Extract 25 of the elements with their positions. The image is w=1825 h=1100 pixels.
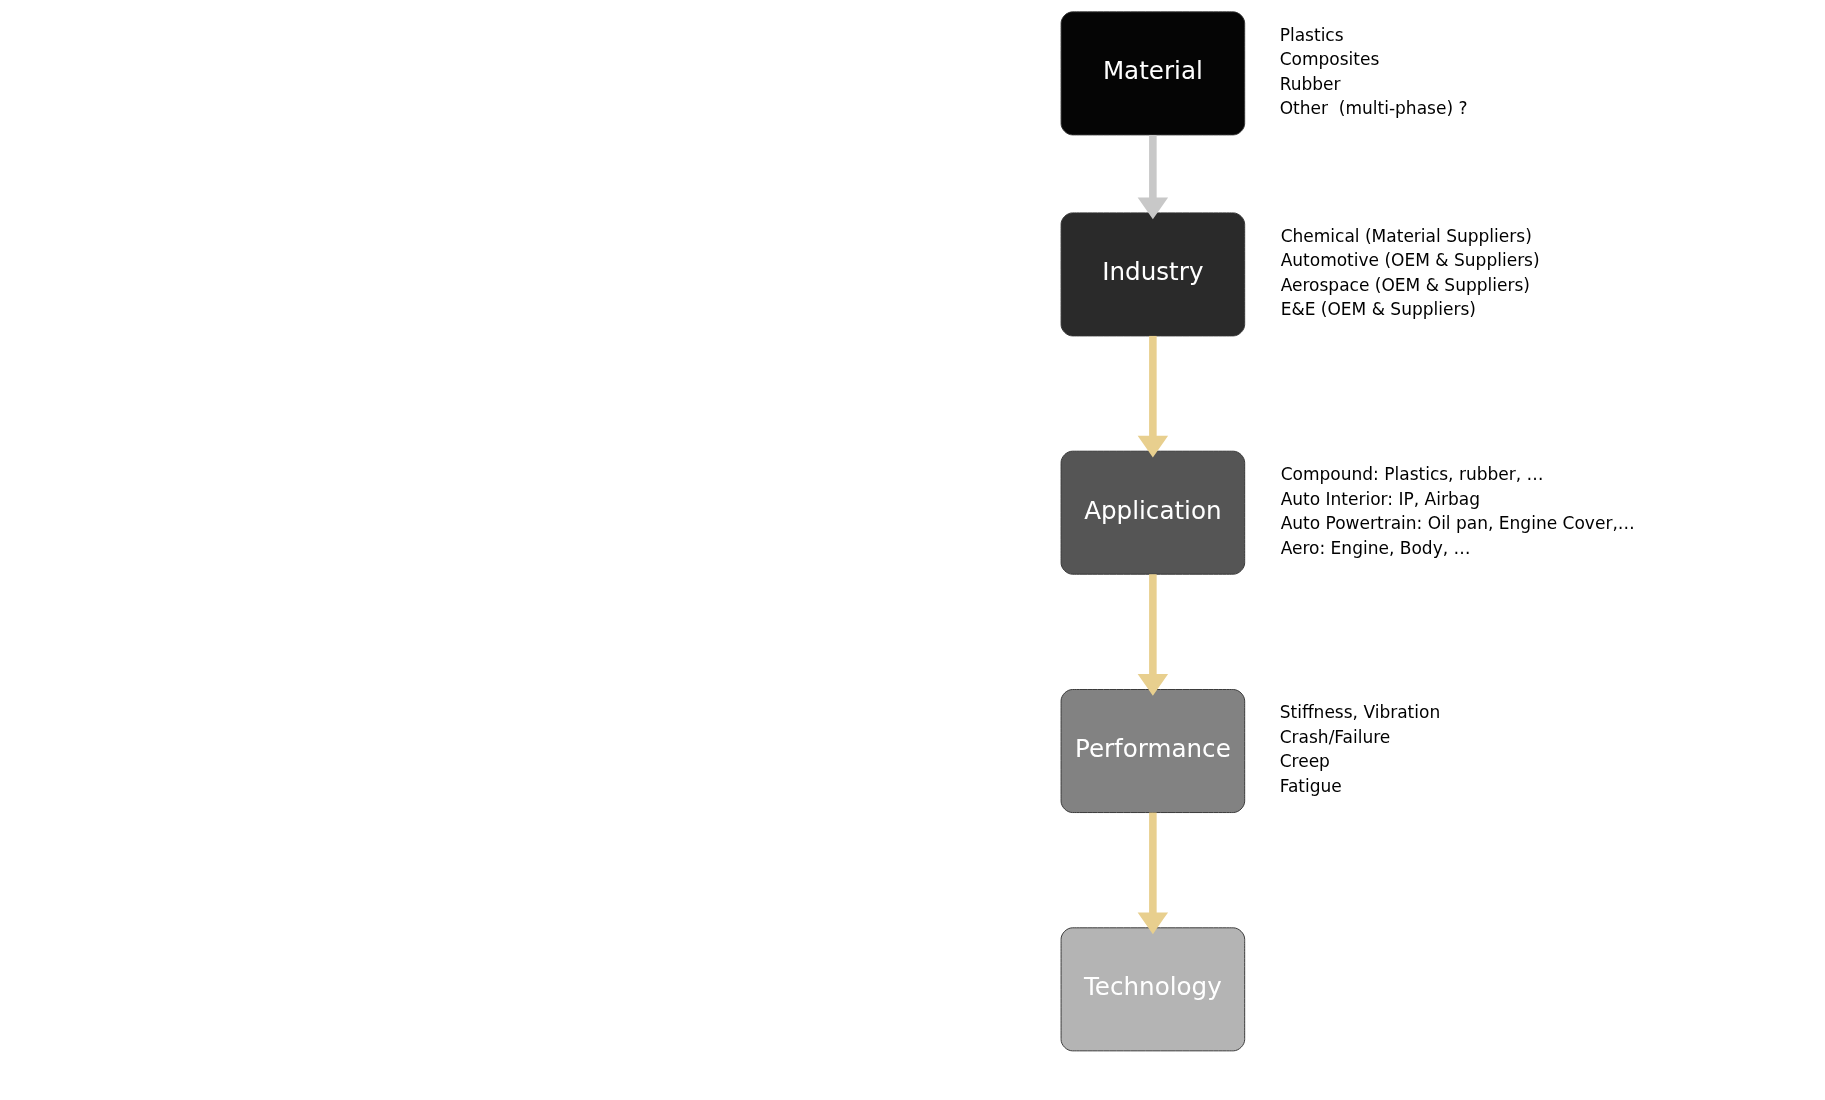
node-label: Fatigue	[1279, 776, 1342, 797]
node-box: Material	[1060, 11, 1245, 136]
node-box: Technology	[1060, 927, 1245, 1052]
node-label: Compound: Plastics, rubber, …	[1280, 463, 1544, 484]
node-box: Application	[1060, 450, 1245, 575]
node-label: Auto Powertrain: Oil pan, Engine Cover,…	[1280, 513, 1635, 534]
node-box: Performance	[1060, 689, 1245, 813]
node-label: Auto Interior: IP, Airbag	[1280, 488, 1480, 509]
node-box: Industry	[1060, 212, 1245, 337]
arrow	[1137, 812, 1168, 935]
node-label: Automotive (OEM & Suppliers)	[1280, 250, 1540, 271]
arrow	[1137, 574, 1168, 696]
node-label: Crash/Failure	[1279, 726, 1390, 747]
node-label: Aerospace (OEM & Suppliers)	[1280, 274, 1530, 295]
arrow	[1137, 135, 1168, 220]
node-label: Plastics	[1279, 24, 1344, 45]
node-label: Other (multi-phase) ?	[1279, 98, 1468, 119]
node-label: Rubber	[1279, 73, 1341, 94]
node-label: Composites	[1279, 49, 1379, 70]
node-label: Aero: Engine, Body, …	[1280, 537, 1471, 558]
node-label: E&E (OEM & Suppliers)	[1280, 299, 1476, 320]
node-label: Chemical (Material Suppliers)	[1280, 225, 1532, 246]
node-label: Stiffness, Vibration	[1279, 702, 1440, 723]
node-label: Creep	[1279, 751, 1330, 772]
arrow	[1137, 335, 1168, 458]
